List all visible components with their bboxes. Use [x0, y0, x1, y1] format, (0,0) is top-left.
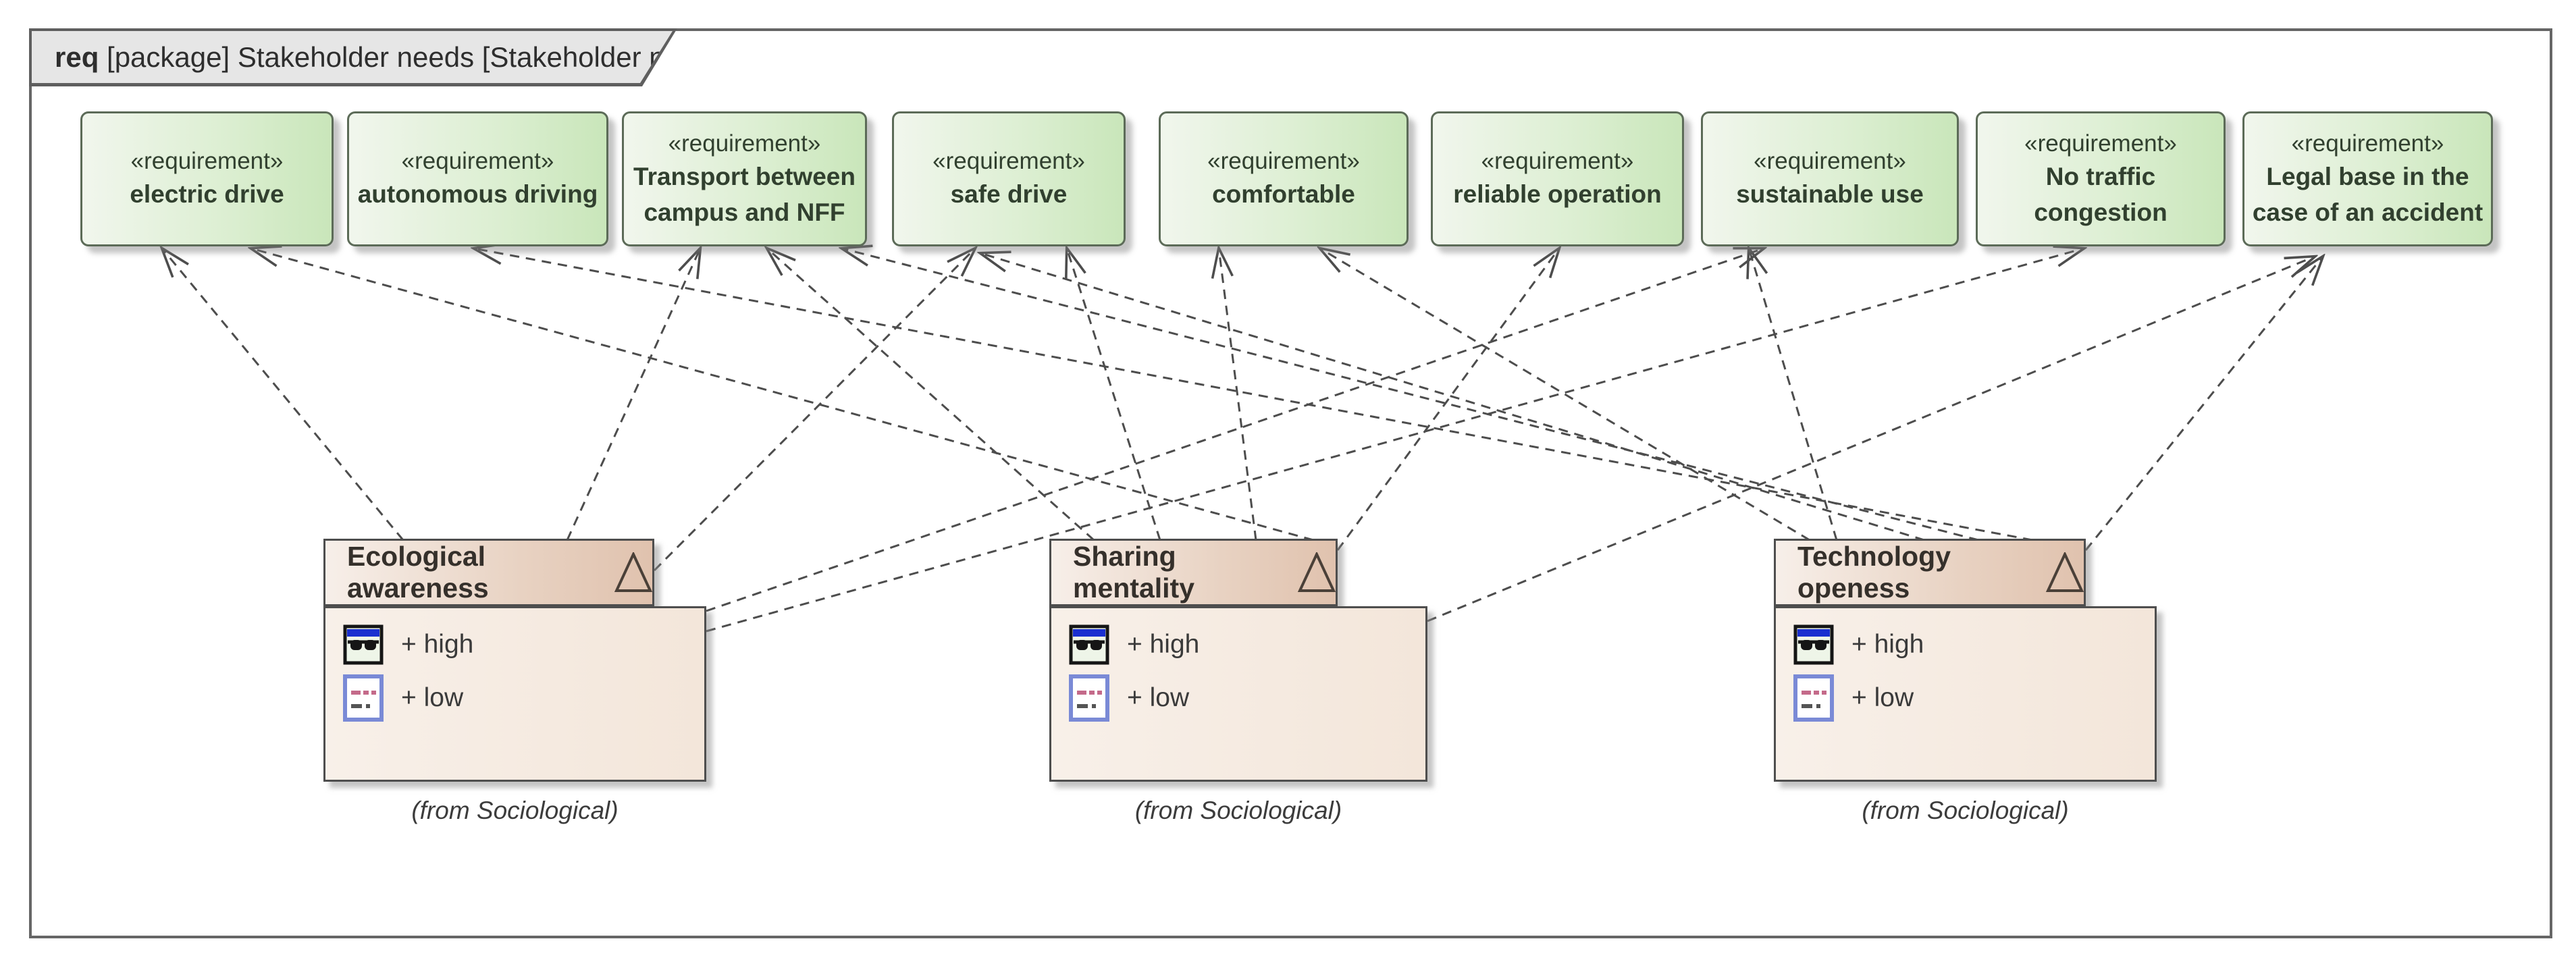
stereotype-label: «requirement» [668, 130, 821, 157]
requirement-node-legal-base[interactable]: «requirement» Legal base in the case of … [2242, 111, 2493, 246]
attribute-label: + low [1851, 683, 1914, 712]
dependency-edge[interactable] [162, 248, 404, 541]
enumeration-literal-rows-icon [343, 674, 384, 722]
stereotype-label: «requirement» [401, 148, 554, 175]
stakeholder-node-technology-openess[interactable]: Technology openess [1774, 539, 2086, 606]
dependency-edge[interactable] [1320, 248, 1810, 541]
requirement-node-comfortable[interactable]: «requirement» comfortable [1159, 111, 1409, 246]
requirement-name: electric drive [130, 180, 284, 209]
attribute-label: + high [401, 630, 474, 659]
dependency-edge[interactable] [1336, 248, 1559, 551]
package-origin-label: (from Sociological) [1134, 797, 1342, 824]
stakeholder-node-sharing-mentality[interactable]: Sharing mentality [1049, 539, 1338, 606]
requirement-name: comfortable [1212, 180, 1355, 209]
dependency-edge[interactable] [980, 253, 1925, 541]
stereotype-label: «requirement» [2291, 130, 2444, 157]
requirement-node-electric-drive[interactable]: «requirement» electric drive [80, 111, 334, 246]
dependency-edge[interactable] [1749, 248, 1838, 541]
requirement-name: sustainable use [1736, 180, 1924, 209]
stakeholder-attributes-sharing-mentality[interactable]: + high + low [1049, 606, 1427, 782]
attribute-label: + high [1851, 630, 1924, 659]
dependency-edge[interactable] [706, 248, 2084, 633]
generalization-triangle-icon [614, 552, 652, 592]
stereotype-label: «requirement» [1481, 148, 1634, 175]
frame-title-keyword: req [55, 41, 99, 73]
dependency-edge[interactable] [706, 248, 1764, 612]
stakeholder-node-ecological-awareness[interactable]: Ecological awareness [323, 539, 654, 606]
attribute-row[interactable]: + high [343, 624, 704, 665]
requirement-name: autonomous driving [357, 180, 598, 209]
requirement-node-transport-between-campus-and-nff[interactable]: «requirement» Transport between campus a… [622, 111, 867, 246]
stereotype-label: «requirement» [130, 148, 284, 175]
dependency-edge[interactable] [2084, 257, 2323, 551]
package-origin-label: (from Sociological) [411, 797, 619, 824]
attribute-label: + low [1127, 683, 1190, 712]
requirement-name: Legal base in the case of an accident [2252, 163, 2483, 226]
generalization-triangle-icon [2046, 552, 2084, 592]
stereotype-label: «requirement» [932, 148, 1085, 175]
attribute-row[interactable]: + high [1793, 624, 2155, 665]
dependency-edge[interactable] [1219, 248, 1257, 541]
attribute-row[interactable]: + low [343, 674, 704, 722]
attribute-label: + low [401, 683, 464, 712]
stereotype-label: «requirement» [1754, 148, 1906, 175]
requirement-name: Transport between campus and NFF [633, 163, 856, 226]
dependency-edge[interactable] [251, 248, 1314, 541]
stereotype-label: «requirement» [1207, 148, 1360, 175]
requirement-node-safe-drive[interactable]: «requirement» safe drive [892, 111, 1126, 246]
enumeration-literal-glasses-icon [343, 624, 384, 665]
dependency-edge[interactable] [566, 248, 700, 541]
requirement-node-sustainable-use[interactable]: «requirement» sustainable use [1701, 111, 1959, 246]
requirement-node-autonomous-driving[interactable]: «requirement» autonomous driving [347, 111, 608, 246]
enumeration-literal-glasses-icon [1069, 624, 1109, 665]
stakeholder-name: Ecological awareness [347, 541, 489, 604]
requirement-name: safe drive [950, 180, 1068, 209]
stereotype-label: «requirement» [2024, 130, 2177, 157]
attribute-row[interactable]: + high [1069, 624, 1425, 665]
dependency-edge[interactable] [842, 248, 1979, 541]
stakeholder-name: Technology openess [1797, 541, 1951, 604]
requirement-node-reliable-operation[interactable]: «requirement» reliable operation [1431, 111, 1684, 246]
attribute-row[interactable]: + low [1793, 674, 2155, 722]
frame-title-tab: req [package] Stakeholder needs [Stakeho… [29, 28, 677, 86]
stakeholder-attributes-technology-openess[interactable]: + high + low [1774, 606, 2157, 782]
enumeration-literal-rows-icon [1069, 674, 1109, 722]
generalization-triangle-icon [1298, 552, 1336, 592]
frame-title: req [package] Stakeholder needs [Stakeho… [32, 31, 673, 83]
attribute-label: + high [1127, 630, 1200, 659]
requirement-name: reliable operation [1453, 180, 1662, 209]
dependency-edge[interactable] [1067, 248, 1161, 541]
dependency-edge[interactable] [1427, 257, 2315, 622]
enumeration-literal-glasses-icon [1793, 624, 1834, 665]
enumeration-literal-rows-icon [1793, 674, 1834, 722]
package-origin-label: (from Sociological) [1862, 797, 2069, 824]
requirement-node-no-traffic-congestion[interactable]: «requirement» No traffic congestion [1976, 111, 2226, 246]
dependency-edge[interactable] [653, 248, 975, 572]
attribute-row[interactable]: + low [1069, 674, 1425, 722]
stakeholder-attributes-ecological-awareness[interactable]: + high + low [323, 606, 706, 782]
dependency-edge[interactable] [767, 248, 1095, 541]
dependency-edge[interactable] [474, 248, 2033, 541]
stakeholder-name: Sharing mentality [1073, 541, 1194, 604]
requirement-name: No traffic congestion [2034, 163, 2167, 226]
frame-title-text: [package] Stakeholder needs [Stakeholder… [99, 41, 735, 73]
